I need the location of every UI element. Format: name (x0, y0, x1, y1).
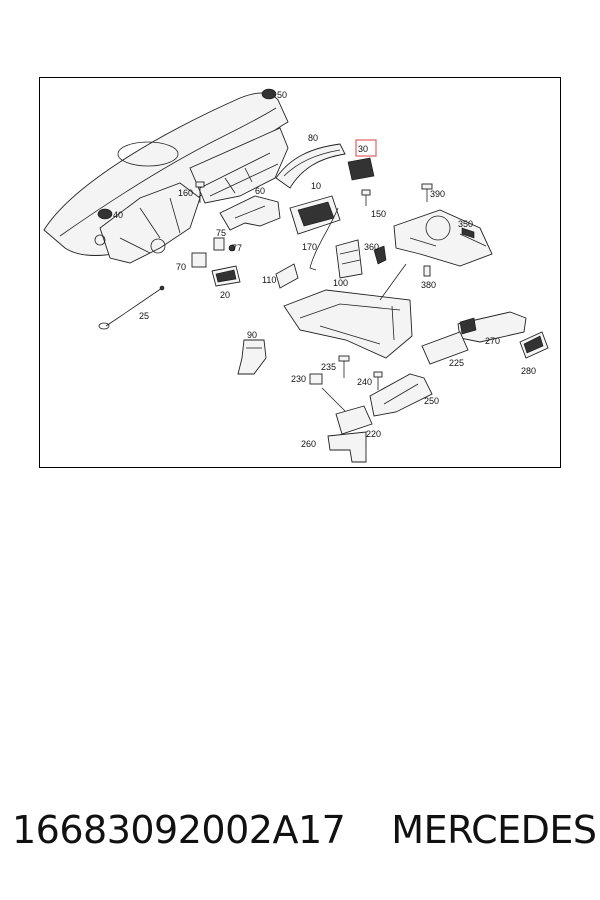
label-20: 20 (220, 290, 230, 300)
highlight-box-30 (355, 139, 377, 157)
part-240-screw (373, 371, 383, 390)
part-60-duct (219, 195, 281, 231)
label-77: 77 (232, 243, 242, 253)
label-60: 60 (255, 186, 265, 196)
label-40: 40 (113, 210, 123, 220)
part-75-button (213, 237, 225, 251)
label-270: 270 (485, 336, 500, 346)
label-70: 70 (176, 262, 186, 272)
label-235: 235 (321, 362, 336, 372)
part-160-screw (195, 181, 205, 203)
label-380: 380 (421, 280, 436, 290)
part-10-air-vent (289, 195, 341, 235)
label-30: 30 (358, 144, 368, 154)
label-360: 360 (364, 242, 379, 252)
part-280-vent (519, 331, 549, 359)
part-235-screw (338, 355, 350, 378)
callout-labels: 50 80 30 160 10 60 390 40 150 350 75 77 … (113, 90, 536, 449)
label-10: 10 (311, 181, 321, 191)
label-100: 100 (333, 278, 348, 288)
label-150: 150 (371, 209, 386, 219)
part-270-duct (457, 311, 527, 343)
label-390: 390 (430, 189, 445, 199)
part-260-bracket (327, 431, 367, 463)
label-110: 110 (262, 275, 276, 285)
dashboard-panel (43, 92, 289, 264)
label-160: 160 (178, 188, 193, 198)
center-console (283, 263, 413, 359)
part-77-clip (228, 244, 236, 252)
label-220: 220 (366, 429, 381, 439)
part-230-clip (309, 373, 347, 413)
part-30-vent (347, 139, 377, 181)
part-80-duct (275, 143, 346, 189)
part-225-duct (421, 331, 469, 365)
part-360-clip (373, 245, 387, 265)
part-40-grommet (97, 208, 113, 220)
part-70-switch (191, 252, 207, 268)
brand-name: MERCEDES (391, 808, 597, 852)
parts-diagram: 50 80 30 160 10 60 390 40 150 350 75 77 … (39, 77, 561, 468)
label-280: 280 (521, 366, 536, 376)
part-50-clip (261, 88, 277, 100)
part-20-vent (211, 265, 241, 287)
label-250: 250 (424, 396, 439, 406)
part-380-connector (423, 265, 431, 277)
label-25: 25 (139, 311, 149, 321)
label-50: 50 (277, 90, 287, 100)
parts-diagram-svg: 50 80 30 160 10 60 390 40 150 350 75 77 … (43, 88, 549, 463)
part-100-bracket (335, 239, 363, 279)
part-170-hose (309, 207, 339, 271)
part-110-cover (275, 263, 299, 289)
part-150-screw (361, 189, 371, 206)
label-75: 75 (216, 228, 226, 238)
label-225: 225 (449, 358, 464, 368)
part-220-bracket (335, 405, 373, 435)
part-number: 16683092002A17 (12, 808, 346, 852)
label-170: 170 (302, 242, 317, 252)
part-390-screw (421, 183, 433, 202)
label-90: 90 (247, 330, 257, 340)
part-25-cable (98, 285, 165, 330)
part-250-duct (369, 373, 433, 417)
part-90-duct (237, 339, 267, 375)
label-240: 240 (357, 377, 372, 387)
part-350-hvac-unit (393, 209, 493, 267)
label-80: 80 (308, 133, 318, 143)
label-230: 230 (291, 374, 306, 384)
caption: 16683092002A17 MERCEDES (12, 808, 597, 858)
label-260: 260 (301, 439, 316, 449)
label-350: 350 (458, 219, 473, 229)
